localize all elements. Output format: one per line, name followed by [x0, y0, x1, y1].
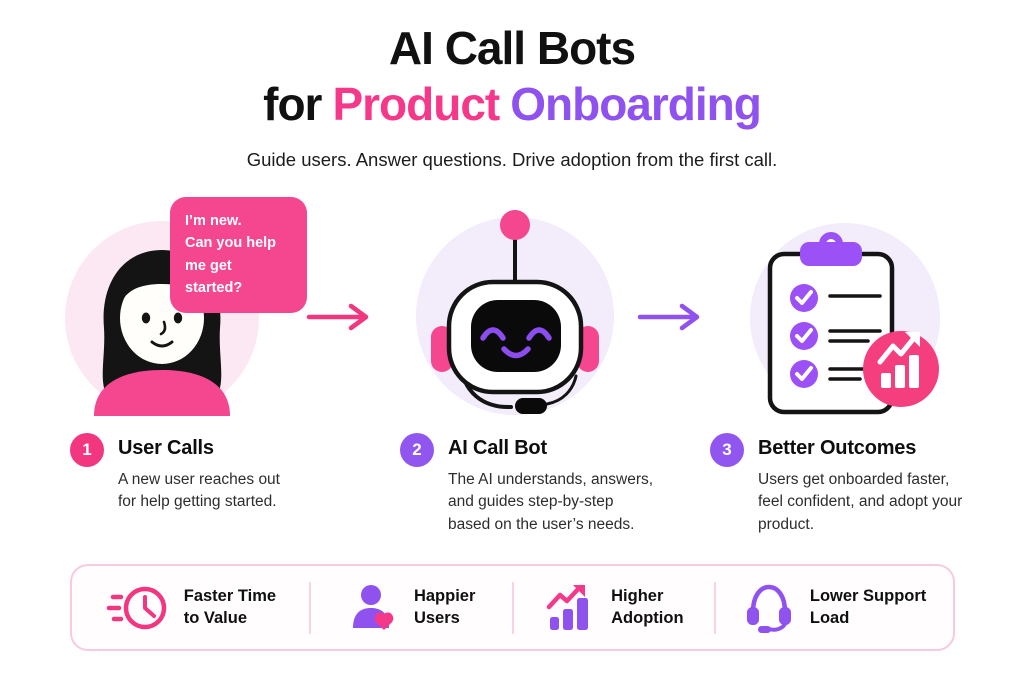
purple-right-arrow-icon — [637, 303, 700, 331]
clipboard-clip — [800, 242, 862, 266]
benefit-label-line: Lower Support — [809, 586, 927, 605]
divider — [511, 581, 514, 634]
step-title: Better Outcomes — [758, 437, 917, 459]
page-subtitle: Guide users. Answer questions. Drive ado… — [246, 149, 778, 170]
step-2: 2 AI Call Bot The AI understands, answer… — [400, 433, 658, 536]
user-smile — [150, 340, 174, 348]
benefit-label-line: Adoption — [611, 608, 684, 627]
step-title: AI Call Bot — [448, 437, 547, 459]
speech-bubble: I’m new. Can you help me get started? — [170, 197, 307, 313]
step-number-badge: 1 — [70, 433, 104, 467]
benefit-label: Happier Users — [414, 586, 475, 630]
benefit-label-line: to Value — [183, 608, 248, 627]
step-3: 3 Better Outcomes Users get onboarded fa… — [710, 433, 963, 536]
speech-bubble-line: Can you help — [185, 235, 277, 252]
benefit-label: Faster Time to Value — [184, 586, 276, 630]
growth-arrow — [877, 335, 917, 365]
benefit-label-line: Users — [413, 608, 460, 627]
benefit-label-line: Load — [809, 608, 850, 627]
growth-bar — [909, 355, 919, 388]
user-nose — [159, 320, 167, 336]
benefit-higher-adoption: Higher Adoption — [514, 566, 715, 649]
title-line-1: AI Call Bots — [388, 22, 636, 74]
growth-bar — [881, 373, 891, 388]
benefit-label: Higher Adoption — [611, 586, 683, 630]
speed-clock-icon — [106, 586, 166, 629]
bot-antenna-ball — [500, 210, 530, 240]
check-mark — [795, 290, 813, 305]
happy-user-icon — [352, 584, 394, 630]
growth-bar — [895, 365, 905, 388]
speech-bubble-line: me get started? — [185, 257, 243, 297]
bot-left-eye — [480, 327, 506, 341]
step-description: The AI understands, answers, and guides … — [448, 471, 654, 533]
bot-microphone — [515, 398, 547, 414]
user-left-eye — [141, 312, 151, 324]
benefit-label-line: Happier — [413, 586, 476, 605]
benefit-label-line: Higher — [611, 586, 664, 605]
user-right-eye — [173, 312, 183, 324]
benefit-lower-support: Lower Support Load — [716, 566, 953, 649]
benefits-bar: Faster Time to Value Happier Users — [70, 564, 955, 651]
bot-smile — [501, 346, 531, 359]
pink-right-arrow-icon — [306, 303, 369, 331]
benefit-label-line: Faster Time — [183, 586, 277, 605]
step-description: Users get onboarded faster, feel confide… — [758, 471, 963, 533]
divider — [308, 581, 311, 634]
divider — [714, 581, 717, 634]
ai-call-bot-illustration — [416, 210, 614, 415]
bot-mic-boom — [545, 374, 578, 406]
step-1: 1 User Calls A new user reaches out for … — [70, 433, 296, 514]
step-description: A new user reaches out for help getting … — [118, 471, 280, 511]
check-mark — [795, 328, 813, 343]
checklist-results-illustration — [750, 223, 940, 415]
growth-arrowhead — [905, 332, 920, 347]
step-title: User Calls — [118, 437, 214, 459]
check-mark — [795, 366, 813, 381]
title-word-onboarding: Onboarding — [510, 78, 762, 130]
user-shirt — [94, 370, 230, 416]
benefit-faster-time: Faster Time to Value — [72, 566, 309, 649]
headset-icon — [746, 584, 791, 633]
bot-face-screen — [471, 300, 561, 372]
title-word-for: for — [263, 78, 322, 130]
speech-bubble-line: I’m new. — [185, 213, 242, 229]
growth-chart-icon — [546, 584, 589, 630]
step-number-badge: 3 — [710, 433, 744, 467]
step-number-badge: 2 — [400, 433, 434, 467]
benefit-happier-users: Happier Users — [311, 566, 512, 649]
benefit-label: Lower Support Load — [810, 586, 926, 630]
title-word-product: Product — [332, 78, 500, 130]
bot-right-eye — [526, 327, 552, 341]
